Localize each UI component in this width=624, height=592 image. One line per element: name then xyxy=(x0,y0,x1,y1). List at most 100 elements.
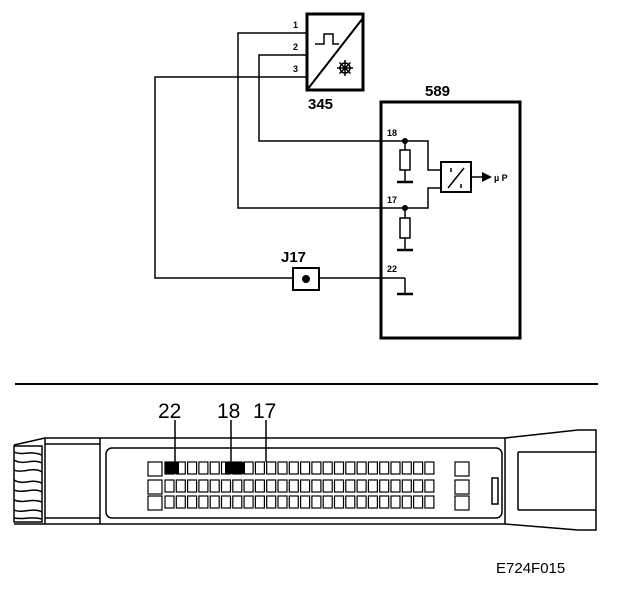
connector-pin-cell xyxy=(311,461,322,475)
connector-pin-22: 22 xyxy=(158,400,181,423)
connector-pin-cell xyxy=(322,461,333,475)
connector-pin-cell xyxy=(413,461,424,475)
connector-pin-cell xyxy=(379,495,390,509)
node-17 xyxy=(402,205,408,211)
connector-pin-cell xyxy=(356,479,367,493)
connector-pin-cell xyxy=(333,461,345,475)
highlighted-pin xyxy=(225,462,245,474)
guide-block xyxy=(454,495,470,511)
ecu-internals xyxy=(381,140,482,296)
connector-pin-cell xyxy=(390,479,401,493)
node-18 xyxy=(402,138,408,144)
connector-pin-18: 18 xyxy=(217,400,240,423)
connector-pin-cell xyxy=(277,479,288,493)
connector-pin-cell xyxy=(345,461,356,475)
connector-pin-cell xyxy=(175,495,186,509)
connector-pin-cell xyxy=(232,479,243,493)
callout-lines xyxy=(174,420,267,462)
ecu-pin-18: 18 xyxy=(387,128,397,138)
sensor-345 xyxy=(305,12,365,92)
connector-pin-cell xyxy=(413,479,424,493)
connector-pin-cell xyxy=(367,461,378,475)
sensor-label: 345 xyxy=(308,96,333,113)
connector-pin-cell xyxy=(333,495,345,509)
connector-pin-cell xyxy=(322,495,333,509)
connector-pin-cell xyxy=(390,461,401,475)
connector-pin-cell xyxy=(288,461,299,475)
guide-block xyxy=(147,479,163,495)
ecu-label: 589 xyxy=(425,83,450,100)
connector-pin-cell xyxy=(345,495,356,509)
figure-code: E724F015 xyxy=(496,560,565,577)
sensor-pin-2: 2 xyxy=(293,42,298,52)
junction-label: J17 xyxy=(281,249,306,266)
connector-pin-cell xyxy=(367,495,378,509)
connector-pin-cell xyxy=(311,479,322,493)
ecu-589-box xyxy=(379,100,522,340)
connector-pin-cell xyxy=(232,495,243,509)
wire-bundle xyxy=(13,445,43,523)
connector-pin-cell xyxy=(390,495,401,509)
ecu-pin-17: 17 xyxy=(387,195,397,205)
connector-pin-cell xyxy=(175,479,186,493)
connector-pin-cell xyxy=(401,495,412,509)
connector-pin-cell xyxy=(333,479,345,493)
connector-pin-cell xyxy=(424,495,435,509)
connector-pin-cell xyxy=(413,495,424,509)
ecu-output-label: µ P xyxy=(494,173,508,183)
connector-pin-cell xyxy=(209,479,220,493)
guide-block xyxy=(454,461,470,477)
connector-pin-cell xyxy=(220,495,232,509)
guide-block xyxy=(147,495,163,511)
junction-j17 xyxy=(292,267,320,291)
wires xyxy=(154,32,381,279)
connector-pin-cell xyxy=(277,495,288,509)
connector-pin-cell xyxy=(198,495,209,509)
gear-icon xyxy=(337,60,353,76)
connector-pin-cell xyxy=(288,479,299,493)
connector-pin-cell xyxy=(164,479,175,493)
connector-pin-cell xyxy=(187,495,198,509)
highlighted-pin xyxy=(165,462,179,474)
connector-pin-cell xyxy=(379,479,390,493)
connector-pin-cell xyxy=(322,479,333,493)
connector-pin-cell xyxy=(367,479,378,493)
connector-pin-cell xyxy=(379,461,390,475)
connector-pin-cell xyxy=(254,479,265,493)
connector-pin-cell xyxy=(243,495,254,509)
connector-pin-cell xyxy=(266,479,277,493)
connector-pin-cell xyxy=(243,461,254,475)
connector-pin-cell xyxy=(266,461,277,475)
guide-block xyxy=(454,479,470,495)
connector-pin-cell xyxy=(300,461,311,475)
pin-rows xyxy=(147,461,470,511)
output-arrow-icon xyxy=(482,172,492,182)
connector-pin-cell xyxy=(300,479,311,493)
connector-pin-cell xyxy=(356,461,367,475)
guide-block xyxy=(147,461,163,477)
connector-pin-cell xyxy=(243,479,254,493)
connector-pin-cell xyxy=(311,495,322,509)
connector-pin-cell xyxy=(187,479,198,493)
connector-pin-cell xyxy=(164,495,175,509)
connector-pin-cell xyxy=(300,495,311,509)
connector-drawing xyxy=(13,429,597,531)
connector-pin-cell xyxy=(345,479,356,493)
connector-pin-cell xyxy=(288,495,299,509)
sensor-pin-1: 1 xyxy=(293,20,298,30)
connector-pin-cell xyxy=(277,461,288,475)
connector-pin-cell xyxy=(424,461,435,475)
connector-pin-cell xyxy=(356,495,367,509)
connector-pin-cell xyxy=(254,495,265,509)
connector-pin-cell xyxy=(220,479,232,493)
connector-pin-cell xyxy=(187,461,198,475)
connector-pin-cell xyxy=(424,479,435,493)
connector-pin-cell xyxy=(401,479,412,493)
connector-pin-17: 17 xyxy=(253,400,276,423)
connector-pin-cell xyxy=(209,495,220,509)
sensor-pin-3: 3 xyxy=(293,64,298,74)
ecu-pin-22: 22 xyxy=(387,264,397,274)
connector-pin-cell xyxy=(209,461,220,475)
connector-pin-cell xyxy=(254,461,265,475)
